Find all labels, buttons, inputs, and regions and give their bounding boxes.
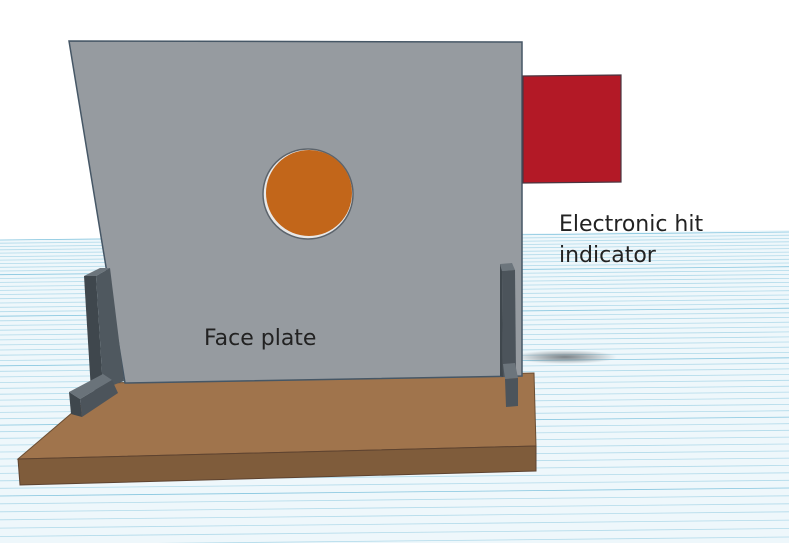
base-front-face bbox=[17, 445, 537, 486]
indicator-shadow bbox=[513, 350, 617, 364]
grid-line bbox=[0, 528, 789, 537]
grid-line bbox=[157, 536, 789, 543]
hit-indicator-label-line2: indicator bbox=[559, 243, 656, 268]
hit-indicator-label: Electronic hit indicator bbox=[559, 209, 703, 271]
grid-line bbox=[0, 503, 789, 513]
grid-line bbox=[0, 479, 789, 489]
face-plate-label: Face plate bbox=[204, 326, 317, 351]
hit-indicator-label-line1: Electronic hit bbox=[559, 212, 704, 237]
grid-line bbox=[0, 495, 789, 505]
left-bracket bbox=[69, 268, 124, 417]
hit-indicator-box bbox=[522, 74, 622, 184]
target-circle bbox=[262, 148, 354, 240]
grid-line bbox=[0, 487, 789, 497]
right-bracket bbox=[500, 263, 518, 407]
grid-line bbox=[0, 519, 789, 529]
grid-line bbox=[0, 511, 789, 521]
